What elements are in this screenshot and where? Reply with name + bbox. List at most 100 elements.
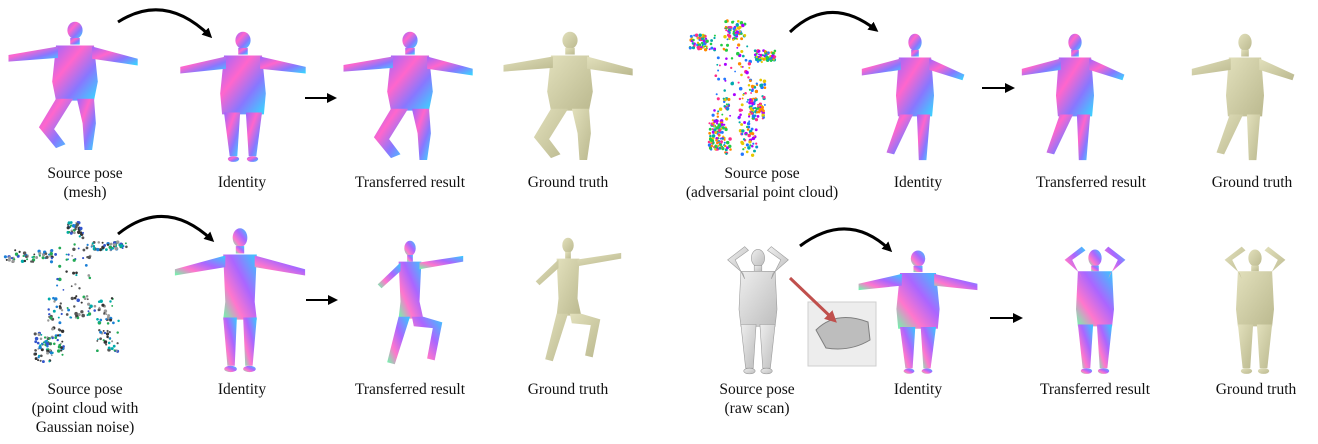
point-cloud-point [112, 322, 115, 325]
caption-line: Gaussian noise) [32, 418, 139, 437]
point-cloud-point [86, 247, 89, 250]
point-cloud-point [93, 248, 96, 251]
point-cloud-point [702, 45, 704, 47]
point-cloud-point [105, 343, 107, 345]
point-cloud-point [79, 227, 82, 230]
caption-line: Ground truth [528, 380, 609, 399]
point-cloud-point [26, 258, 28, 260]
point-cloud-point [19, 251, 21, 253]
point-cloud-point [57, 339, 59, 341]
point-cloud-point [25, 255, 28, 258]
point-cloud-point [726, 141, 729, 144]
point-cloud-point [75, 274, 77, 276]
point-cloud-point [763, 116, 765, 118]
point-cloud-point [726, 103, 728, 105]
point-cloud-point [749, 80, 752, 83]
point-cloud-point [105, 313, 107, 315]
caption-line: Transferred result [355, 173, 465, 192]
point-cloud-point [716, 93, 718, 95]
caption-transferred-result: Transferred result [1036, 173, 1146, 192]
point-cloud-point [712, 142, 714, 144]
point-cloud-point [45, 256, 48, 259]
point-cloud-point [759, 84, 762, 87]
point-cloud-point [725, 117, 728, 120]
panel-top-left [8, 10, 632, 162]
point-cloud-point [710, 47, 713, 50]
point-cloud-point [721, 114, 723, 116]
point-cloud-point [111, 340, 113, 342]
point-cloud-point [748, 84, 751, 87]
point-cloud-point [84, 297, 87, 300]
point-cloud-point [109, 319, 112, 322]
caption-ground-truth: Ground truth [1216, 380, 1297, 399]
point-cloud-point [760, 54, 762, 56]
point-cloud-point [722, 138, 724, 140]
caption-line: Identity [894, 173, 942, 192]
ground-truth-mesh [1225, 247, 1286, 374]
point-cloud-point [107, 314, 110, 317]
caption-ground-truth: Ground truth [528, 380, 609, 399]
point-cloud-point [749, 107, 752, 110]
point-cloud-point [53, 310, 56, 313]
point-cloud-point [71, 285, 73, 287]
point-cloud-point [40, 338, 43, 341]
point-cloud-point [740, 50, 743, 53]
point-cloud-point [727, 38, 729, 40]
point-cloud-point [703, 40, 705, 42]
point-cloud-point [71, 297, 74, 300]
point-cloud-point [739, 108, 742, 111]
point-cloud-point [61, 341, 63, 343]
point-cloud-point [68, 222, 71, 225]
point-cloud-point [741, 153, 744, 156]
point-cloud-point [717, 112, 719, 114]
point-cloud-point [44, 336, 46, 338]
point-cloud-point [114, 247, 118, 251]
point-cloud-point [757, 115, 760, 118]
point-cloud-point [736, 47, 738, 49]
point-cloud-point [67, 226, 70, 229]
point-cloud-point [46, 336, 48, 338]
point-cloud-point [751, 102, 754, 105]
point-cloud-point [87, 244, 89, 246]
point-cloud-point [53, 343, 56, 346]
point-cloud-point [723, 78, 726, 81]
caption-line: Ground truth [1216, 380, 1297, 399]
point-cloud-point [94, 305, 97, 308]
point-cloud-point [23, 251, 26, 254]
point-cloud-point [53, 300, 55, 302]
point-cloud-point [706, 40, 709, 43]
source-pose-raw-scan [728, 247, 789, 374]
point-cloud-point [756, 146, 758, 148]
point-cloud-point [724, 20, 727, 23]
point-cloud-point [723, 124, 725, 126]
point-cloud-point [21, 260, 24, 263]
point-cloud-point [70, 317, 72, 319]
point-cloud-point [96, 248, 99, 251]
caption-line: Transferred result [1040, 380, 1150, 399]
panel-top-right [689, 12, 1295, 160]
point-cloud-point [80, 310, 83, 313]
caption-line: Transferred result [1036, 173, 1146, 192]
point-cloud-point [752, 107, 754, 109]
point-cloud-point [48, 316, 50, 318]
point-cloud-point [99, 337, 102, 340]
point-cloud-point [62, 345, 65, 348]
point-cloud-point [715, 139, 718, 142]
point-cloud-point [743, 138, 745, 140]
point-cloud-point [759, 106, 761, 108]
point-cloud-point [78, 313, 81, 316]
point-cloud-point [39, 255, 41, 257]
point-cloud-point [689, 46, 692, 49]
point-cloud-point [726, 44, 729, 47]
point-cloud-point [113, 243, 116, 246]
point-cloud-point [87, 274, 90, 277]
point-cloud-point [755, 143, 757, 145]
point-cloud-point [56, 306, 59, 309]
point-cloud-point [748, 115, 750, 117]
point-cloud-point [109, 300, 111, 302]
point-cloud-point [748, 62, 751, 65]
point-cloud-point [751, 145, 754, 148]
point-cloud-point [755, 97, 757, 99]
caption-line: Source pose [32, 380, 139, 399]
point-cloud-point [764, 104, 766, 106]
